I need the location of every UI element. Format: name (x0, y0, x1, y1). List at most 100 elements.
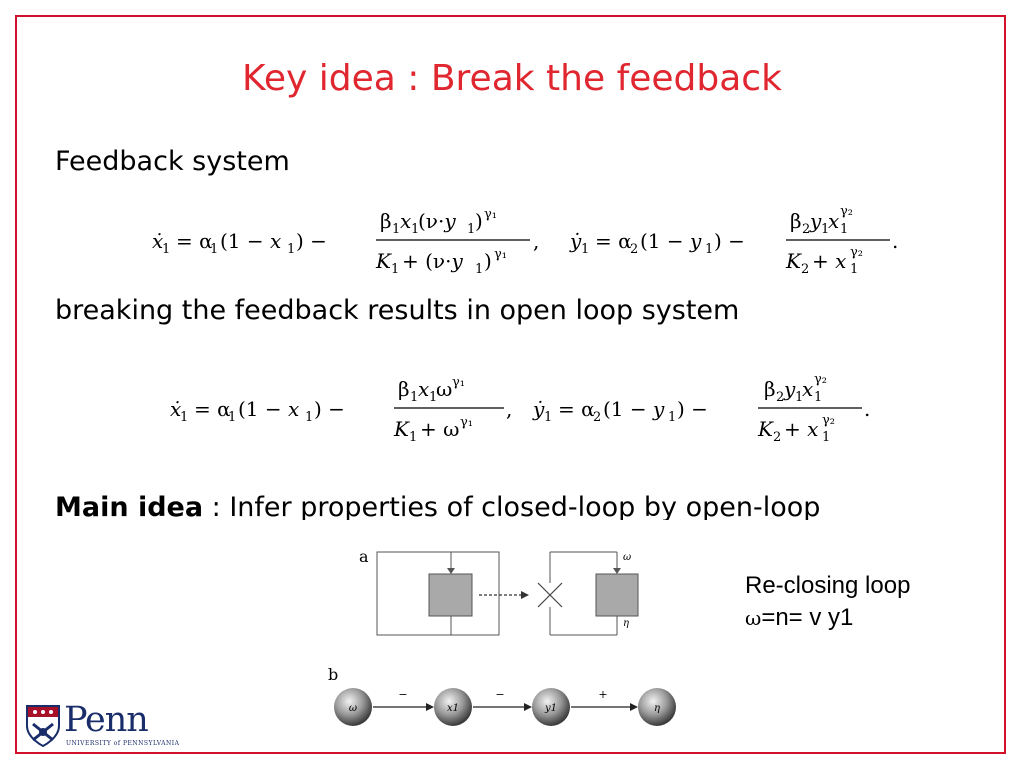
svg-text:x: x (828, 209, 839, 233)
svg-text:+: + (598, 688, 607, 701)
svg-text:2: 2 (593, 410, 601, 425)
svg-text:2: 2 (802, 222, 810, 237)
svg-text:x: x (802, 377, 813, 401)
eta-label: η (623, 618, 629, 629)
svg-text:γ₁: γ₁ (452, 375, 465, 390)
svg-text:γ₁: γ₁ (484, 207, 497, 222)
panel-b-label: b (328, 665, 338, 684)
svg-text:η: η (654, 703, 660, 714)
penn-shield-icon (26, 705, 60, 748)
svg-text:= α: = α (558, 397, 595, 421)
svg-text:+ x: + x (784, 417, 818, 441)
svg-text:) −: ) − (314, 397, 345, 421)
svg-text:K: K (375, 249, 392, 273)
svg-text:ω: ω (349, 703, 357, 714)
svg-text:1: 1 (180, 410, 188, 425)
svg-text:x: x (418, 377, 429, 401)
svg-text:1: 1 (210, 242, 218, 257)
svg-text:= α: = α (595, 229, 632, 253)
svg-text:−: − (495, 688, 504, 701)
svg-text:(1 − y: (1 − y (640, 229, 702, 253)
svg-text:1: 1 (409, 430, 417, 445)
svg-text:β: β (790, 209, 802, 233)
feedback-system-label: Feedback system (55, 146, 290, 177)
svg-text:1: 1 (391, 262, 399, 277)
svg-text:(1 − y: (1 − y (603, 397, 665, 421)
svg-text:2: 2 (773, 430, 781, 445)
svg-text:1: 1 (821, 222, 829, 237)
svg-text:ω: ω (436, 377, 452, 401)
main-idea-line: Main idea : Infer properties of closed-l… (55, 492, 820, 520)
svg-text:+ (ν·y: + (ν·y (402, 249, 463, 273)
svg-text:x: x (400, 209, 411, 233)
svg-text:+ ω: + ω (420, 417, 459, 441)
svg-text:γ₂: γ₂ (840, 204, 853, 219)
svg-text:) −: ) − (296, 229, 327, 253)
svg-text:= α: = α (176, 229, 213, 253)
diagram-panel-b: b ω x1 y1 η − − + (328, 665, 676, 726)
svg-text:y1: y1 (544, 703, 557, 714)
slide-border (15, 15, 1006, 754)
svg-text:1: 1 (429, 390, 437, 405)
svg-text:1: 1 (814, 390, 822, 405)
reclosing-note: Re-closing loop ω=n= v y1 (745, 570, 910, 634)
svg-text:1: 1 (162, 242, 170, 257)
svg-text:= α: = α (194, 397, 231, 421)
svg-text:γ₁: γ₁ (460, 415, 473, 430)
svg-text:1: 1 (822, 430, 830, 445)
svg-text:(1 − x: (1 − x (238, 397, 299, 421)
node-omega (334, 688, 372, 726)
open-loop-label: breaking the feedback results in open lo… (55, 295, 740, 326)
svg-text:2: 2 (630, 242, 638, 257)
svg-text:1: 1 (840, 222, 848, 237)
svg-text:1: 1 (410, 390, 418, 405)
svg-text:1: 1 (850, 262, 858, 277)
svg-text:y: y (783, 377, 796, 401)
svg-text:γ₂: γ₂ (850, 245, 863, 260)
svg-text:(ν·y: (ν·y (418, 209, 456, 233)
penn-logo-word: Penn (64, 700, 149, 740)
panel-a-label: a (359, 547, 369, 566)
svg-text:+ x: + x (812, 249, 846, 273)
svg-text:x1: x1 (447, 703, 459, 714)
svg-text:1: 1 (581, 242, 589, 257)
svg-text:1: 1 (287, 242, 295, 257)
svg-text:,: , (533, 229, 539, 253)
reclosing-line1: Re-closing loop (745, 572, 911, 599)
svg-text:K: K (393, 417, 410, 441)
svg-text:K: K (757, 417, 774, 441)
open-loop-block (595, 573, 639, 617)
svg-text:y: y (809, 209, 822, 233)
svg-text:1: 1 (795, 390, 803, 405)
svg-text:β: β (764, 377, 776, 401)
svg-text:γ₁: γ₁ (494, 247, 507, 262)
svg-text:(1 − x: (1 − x (220, 229, 281, 253)
penn-logo-subtitle: UNIVERSITY of PENNSYLVANIA (66, 740, 180, 747)
diagram-panel-a: a ω η (359, 547, 639, 636)
svg-text:1: 1 (228, 410, 236, 425)
svg-text:ẏ: ẏ (569, 229, 582, 253)
svg-text:2: 2 (776, 390, 784, 405)
closed-loop-block (428, 573, 473, 617)
svg-text:) −: ) − (677, 397, 708, 421)
svg-text:1: 1 (411, 222, 419, 237)
svg-text:β: β (380, 209, 392, 233)
closed-loop-equations: ẋ 1 = α 1 (1 − x 1 ) − β 1 x 1 (ν·y 1 ) … (152, 204, 898, 277)
slide-title: Key idea : Break the feedback (242, 58, 782, 99)
svg-text:ẏ: ẏ (532, 397, 545, 421)
svg-text:1: 1 (392, 222, 400, 237)
svg-text:ẋ: ẋ (152, 229, 163, 253)
main-idea-clip: Main idea : Infer properties of closed-l… (0, 488, 1024, 520)
svg-text:2: 2 (801, 262, 809, 277)
main-idea-label: Main idea (55, 492, 204, 520)
main-idea-text: : Infer properties of closed-loop by ope… (203, 492, 821, 520)
open-loop-equations: ẋ 1 = α 1 (1 − x 1 ) − β 1 x 1 ω γ₁ K 1 … (170, 372, 870, 445)
omega-label: ω (623, 552, 631, 563)
svg-text:K: K (785, 249, 802, 273)
svg-text:1: 1 (475, 262, 483, 277)
reclosing-line2: ω=n= v y1 (745, 604, 854, 631)
svg-text:.: . (892, 229, 898, 253)
svg-text:1: 1 (705, 242, 713, 257)
svg-text:1: 1 (544, 410, 552, 425)
svg-text:.: . (864, 397, 870, 421)
